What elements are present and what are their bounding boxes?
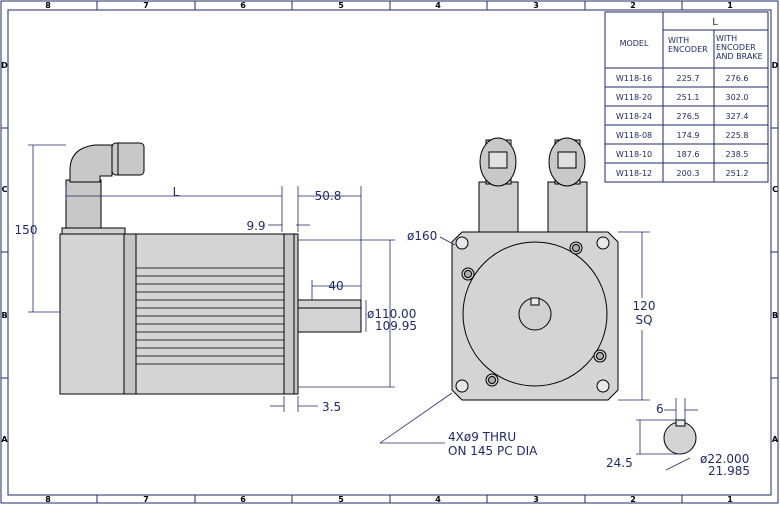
- grid-number: 7: [143, 1, 149, 10]
- grid-letter: C: [2, 185, 8, 194]
- table-brake-header: AND BRAKE: [716, 52, 763, 61]
- grid-number: 5: [338, 1, 344, 10]
- motor-shaft: [297, 299, 362, 333]
- table-model-header: MODEL: [620, 39, 649, 48]
- table-cell-encoder: 251.1: [677, 93, 700, 102]
- grid-letter: D: [772, 61, 779, 70]
- dim-height-150: 150: [15, 223, 38, 237]
- table-cell-encoder: 200.3: [677, 169, 700, 178]
- dimension-table: MODEL L WITH ENCODER WITH ENCODER AND BR…: [604, 11, 769, 183]
- table-cell-encoder: 276.5: [677, 112, 700, 121]
- table-cell-encoder: 225.7: [677, 74, 700, 83]
- grid-number: 4: [435, 495, 441, 504]
- table-cell-brake: 327.4: [726, 112, 749, 121]
- grid-number: 2: [630, 1, 636, 10]
- dim-shaft-22-max: ø22.000: [700, 452, 749, 466]
- motor-rear-housing: [59, 233, 136, 395]
- side-view-motor: [59, 142, 362, 395]
- table-cell-encoder: 174.9: [677, 131, 700, 140]
- table-cell-model: W118-20: [616, 93, 652, 102]
- table-cell-brake: 276.6: [726, 74, 749, 83]
- dim-shaft-dia-min: 109.95: [375, 319, 417, 333]
- dim-9-9: 9.9: [246, 219, 265, 233]
- note-holes-line2: ON 145 PC DIA: [448, 444, 538, 458]
- grid-number: 3: [533, 495, 539, 504]
- grid-letter: A: [772, 435, 779, 444]
- dim-circle-160: ø160: [407, 229, 437, 243]
- dim-shaft-dia-max: ø110.00: [367, 307, 416, 321]
- border-side-letters: D C B A D C B A: [1, 61, 779, 444]
- table-cell-brake: 225.8: [726, 131, 749, 140]
- connector-base: [65, 179, 102, 231]
- grid-letter: A: [1, 435, 8, 444]
- dimension-labels: 150 L 50.8 9.9 40 ø110.00 109.95 3.5 ø16…: [15, 185, 750, 478]
- connector-cap: [111, 142, 145, 176]
- grid-letter: C: [772, 185, 778, 194]
- border-bottom-numbers: 8 7 6 5 4 3 2 1: [45, 495, 733, 504]
- grid-number: 8: [45, 1, 51, 10]
- grid-number: 8: [45, 495, 51, 504]
- grid-letter: B: [772, 311, 778, 320]
- grid-letter: B: [1, 311, 7, 320]
- note-holes-line1: 4Xø9 THRU: [448, 430, 516, 444]
- grid-number: 2: [630, 495, 636, 504]
- dim-3-5: 3.5: [322, 400, 341, 414]
- table-encoder-header: WITH: [668, 36, 689, 45]
- dim-40: 40: [328, 279, 343, 293]
- table-cell-model: W118-12: [616, 169, 652, 178]
- dim-shaft-22-min: 21.985: [708, 464, 750, 478]
- table-cell-model: W118-24: [616, 112, 652, 121]
- table-cell-model: W118-16: [616, 74, 652, 83]
- table-cell-model: W118-08: [616, 131, 652, 140]
- table-encoder-header: ENCODER: [668, 45, 708, 54]
- grid-number: 6: [240, 495, 246, 504]
- dimension-lines: [28, 144, 698, 471]
- grid-letter: D: [1, 61, 8, 70]
- table-brake-header: WITH: [716, 34, 737, 43]
- table-cell-brake: 302.0: [726, 93, 749, 102]
- grid-number: 5: [338, 495, 344, 504]
- grid-number: 6: [240, 1, 246, 10]
- grid-number: 4: [435, 1, 441, 10]
- border-top-numbers: 8 7 6 5 4 3 2 1: [45, 1, 733, 10]
- connector-elbow: [69, 144, 113, 183]
- dim-sq: SQ: [635, 313, 652, 327]
- table-cell-brake: 238.5: [726, 150, 749, 159]
- table-cell-brake: 251.2: [726, 169, 749, 178]
- table-cell-encoder: 187.6: [677, 150, 700, 159]
- dim-length-l: L: [173, 185, 180, 199]
- motor-finned-body: [135, 233, 285, 395]
- grid-number: 3: [533, 1, 539, 10]
- dim-key-height: 24.5: [606, 456, 633, 470]
- front-view-motor: [451, 137, 619, 401]
- table-brake-header: ENCODER: [716, 43, 756, 52]
- grid-number: 1: [727, 495, 733, 504]
- table-l-header: L: [712, 17, 718, 28]
- motor-flange: [283, 233, 299, 395]
- dim-120: 120: [633, 299, 656, 313]
- dim-50-8: 50.8: [315, 189, 342, 203]
- grid-number: 1: [727, 1, 733, 10]
- shaft-detail: [663, 419, 697, 455]
- grid-number: 7: [143, 495, 149, 504]
- table-cell-model: W118-10: [616, 150, 652, 159]
- dim-key-width: 6: [656, 402, 664, 416]
